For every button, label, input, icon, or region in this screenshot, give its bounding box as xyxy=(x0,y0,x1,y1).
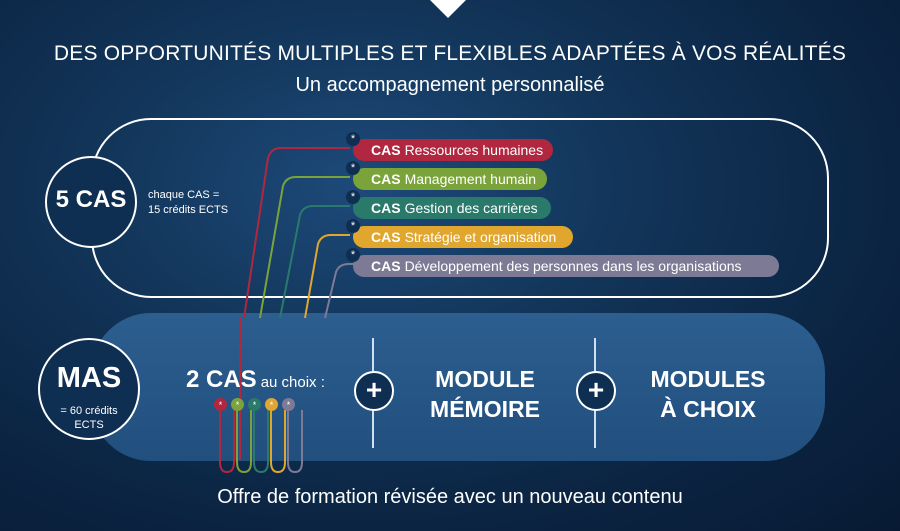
mas-label: MAS xyxy=(56,362,122,394)
loop-gestion xyxy=(253,410,269,474)
connector-line-management xyxy=(259,176,350,319)
cas-count-label: 5 CAS xyxy=(55,186,127,213)
cas-prefix: CAS xyxy=(371,258,401,274)
cas-prefix: CAS xyxy=(371,229,401,245)
cas-credits-note: chaque CAS = 15 crédits ECTS xyxy=(148,188,228,218)
cas-choice-small: au choix : xyxy=(260,374,325,391)
modules-choix-line1: MODULES xyxy=(650,366,766,392)
modules-choix-line2: À CHOIX xyxy=(660,396,756,422)
connector-line-strategie xyxy=(304,234,350,319)
mas-credits-note: = 60 crédits ECTS xyxy=(40,404,138,432)
mas-circle: MAS = 60 crédits ECTS xyxy=(38,338,140,440)
cas-note-line1: chaque CAS = xyxy=(148,189,220,201)
cas-label: Gestion des carrières xyxy=(404,200,538,216)
loop-management xyxy=(236,410,252,474)
connector-line-ressources xyxy=(239,147,350,460)
star-icon: * xyxy=(346,132,360,146)
cas-note-line2: 15 crédits ECTS xyxy=(148,204,229,216)
cas-prefix: CAS xyxy=(371,171,401,187)
cas-count-circle: 5 CAS xyxy=(45,156,137,248)
page-subtitle: Un accompagnement personnalisé xyxy=(295,74,605,96)
cas-label: Ressources humaines xyxy=(404,142,544,158)
star-icon: * xyxy=(346,219,360,233)
dot-management: * xyxy=(231,398,244,411)
connector-line-developpement xyxy=(324,263,356,319)
plus-icon: + xyxy=(576,371,616,411)
dot-gestion: * xyxy=(248,398,261,411)
dot-developpement: * xyxy=(282,398,295,411)
star-icon: * xyxy=(346,161,360,175)
cas-label: Développement des personnes dans les org… xyxy=(404,258,742,274)
cas-choice-big: 2 CAS xyxy=(186,366,257,393)
cas-label: Stratégie et organisation xyxy=(404,229,557,245)
loop-ressources xyxy=(219,410,235,474)
mas-note-line1: = 60 crédits xyxy=(60,405,118,417)
loop-strategie xyxy=(270,410,286,474)
plus-icon: + xyxy=(354,371,394,411)
module-memoire-line2: MÉMOIRE xyxy=(430,396,540,422)
star-icon: * xyxy=(346,190,360,204)
footer-text: Offre de formation révisée avec un nouve… xyxy=(217,486,683,508)
modules-a-choix: MODULES À CHOIX xyxy=(628,364,788,424)
star-icon: * xyxy=(346,248,360,262)
page-title: DES OPPORTUNITÉS MULTIPLES ET FLEXIBLES … xyxy=(53,42,847,65)
down-arrow-notch xyxy=(430,0,466,18)
module-memoire: MODULE MÉMOIRE xyxy=(410,364,560,424)
dot-strategie: * xyxy=(265,398,278,411)
loop-developpement xyxy=(287,410,303,474)
mas-note-line2: ECTS xyxy=(74,419,104,431)
mas-container xyxy=(91,313,825,461)
cas-prefix: CAS xyxy=(371,200,401,216)
connector-line-gestion xyxy=(279,205,350,319)
cas-label: Management humain xyxy=(404,171,537,187)
module-memoire-line1: MODULE xyxy=(435,366,535,392)
dot-ressources: * xyxy=(214,398,227,411)
cas-prefix: CAS xyxy=(371,142,401,158)
